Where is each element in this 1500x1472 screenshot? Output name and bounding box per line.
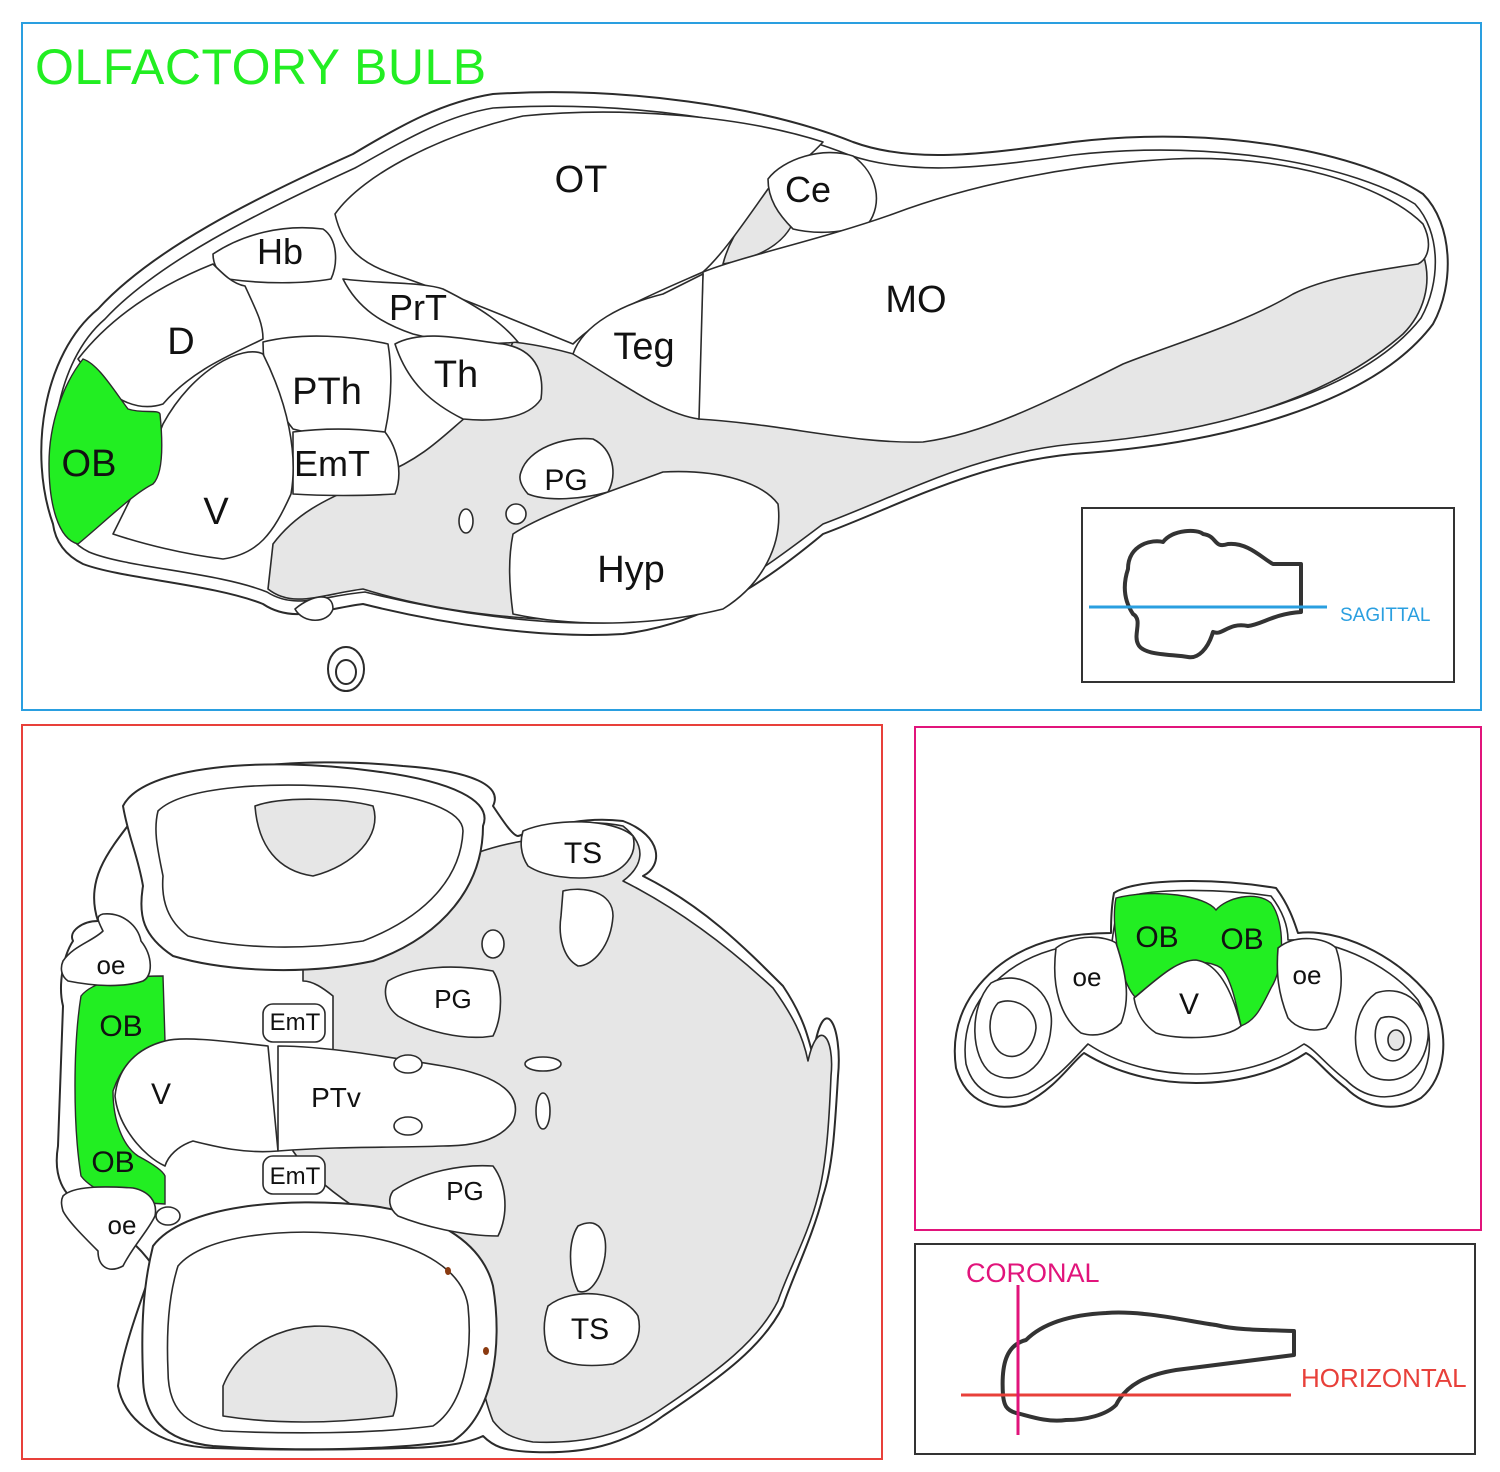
label-pg-bottom: PG [446, 1176, 484, 1206]
key-horizontal-plane-label: HORIZONTAL [1301, 1363, 1467, 1393]
region-mo-shape [697, 157, 1430, 443]
horizontal-ob-shape [74, 975, 166, 1205]
region-th-shape [394, 335, 543, 421]
region-prt-shape [342, 278, 519, 345]
label-v-coronal: V [1179, 988, 1199, 1021]
horizontal-small-nucleus [481, 929, 505, 959]
label-th: Th [434, 354, 478, 396]
label-teg: Teg [613, 326, 674, 368]
horizontal-section-panel: TS oe PG EmT OB V PTv OB EmT PG oe TS [21, 724, 883, 1460]
sagittal-section-drawing: OT Ce Hb PrT MO D Teg Th PTh OB EmT PG V… [40, 91, 1455, 692]
label-emt: EmT [294, 443, 370, 484]
coronal-section-panel: OB OB oe oe V [914, 726, 1482, 1231]
coronal-oe-right-shape [1276, 937, 1342, 1031]
coronal-section-drawing: OB OB oe oe V [953, 880, 1445, 1108]
label-ob: OB [62, 443, 117, 485]
label-d: D [167, 321, 194, 363]
label-ce: Ce [785, 169, 831, 210]
label-ts-top: TS [564, 837, 602, 870]
label-oe-left: oe [1073, 962, 1102, 992]
label-emt-bottom: EmT [270, 1163, 321, 1190]
horizontal-small-nucleus [535, 1092, 551, 1130]
coronal-eye-left-inner [989, 1000, 1037, 1058]
key-brain-outline [1000, 1310, 1296, 1423]
label-emt-top: EmT [270, 1009, 321, 1036]
label-pg: PG [544, 464, 587, 497]
label-v: V [203, 491, 229, 533]
label-ob-left: OB [1135, 921, 1178, 954]
label-oe-bottom: oe [108, 1210, 137, 1240]
horizontal-small-nucleus [155, 1206, 181, 1226]
region-ob-shape [48, 358, 163, 545]
region-hyp-shape [508, 470, 780, 624]
horizontal-ts-top-extension [559, 888, 614, 967]
region-teg-shape [572, 273, 704, 420]
horizontal-ts-bottom-shape [543, 1292, 640, 1367]
horizontal-ts-bottom-extension [569, 1222, 607, 1293]
key-coronal-plane-label: CORONAL [966, 1258, 1100, 1288]
label-hb: Hb [257, 231, 303, 272]
label-pth: PTh [292, 371, 362, 413]
horizontal-v-shape [114, 1038, 279, 1167]
label-ot: OT [555, 159, 608, 201]
coronal-eye-right-lens [1387, 1029, 1405, 1051]
label-ob-right: OB [1220, 923, 1263, 956]
horizontal-pigment-spot [445, 1267, 451, 1275]
horizontal-small-nucleus [393, 1116, 423, 1136]
figure-title: OLFACTORY BULB [35, 39, 487, 95]
label-v-horizontal: V [151, 1078, 171, 1111]
horizontal-oe-bottom-shape [60, 1186, 157, 1270]
sagittal-section-panel: OLFACTORY BULB [21, 22, 1482, 711]
horizontal-pg-bottom-shape [388, 1164, 506, 1237]
sagittal-small-structure [294, 596, 334, 622]
key-sagittal-brain-outline [1122, 528, 1303, 660]
horizontal-pg-top-shape [384, 966, 502, 1039]
sagittal-small-nucleus [505, 503, 527, 525]
label-prt: PrT [389, 287, 447, 328]
label-hyp: Hyp [597, 549, 665, 591]
label-ts-bottom: TS [571, 1313, 609, 1346]
horizontal-ptv-shape [277, 1045, 517, 1152]
horizontal-emt-bottom-shape [262, 1155, 326, 1195]
label-pg-top: PG [434, 984, 472, 1014]
key-coronal-horizontal-panel: CORONAL HORIZONTAL [914, 1243, 1476, 1455]
horizontal-oe-top-shape [60, 913, 152, 987]
key-sagittal-inset: SAGITTAL [1081, 507, 1455, 683]
label-oe-right: oe [1293, 960, 1322, 990]
sagittal-eye-remnant-inner [335, 659, 357, 685]
label-mo: MO [885, 279, 946, 321]
key-coronal-horizontal-drawing: CORONAL HORIZONTAL [961, 1258, 1467, 1435]
region-emt-shape [292, 428, 400, 497]
label-oe-top: oe [97, 950, 126, 980]
coronal-v-shape [1133, 959, 1242, 1039]
horizontal-top-eye-lens [254, 798, 376, 877]
region-d-shape [77, 263, 264, 408]
key-sagittal-plane-label: SAGITTAL [1340, 605, 1430, 626]
label-ob-top: OB [99, 1010, 142, 1043]
region-ce-shape [767, 151, 878, 234]
label-ob-bottom: OB [91, 1146, 134, 1179]
horizontal-emt-top-shape [262, 1003, 326, 1043]
horizontal-small-nucleus [393, 1054, 423, 1074]
horizontal-bottom-eye-lens [222, 1325, 398, 1423]
coronal-oe-left-shape [1053, 936, 1128, 1036]
horizontal-section-drawing: TS oe PG EmT OB V PTv OB EmT PG oe TS [55, 761, 840, 1454]
horizontal-small-nucleus [524, 1056, 562, 1072]
horizontal-ts-top-shape [520, 821, 635, 879]
region-v-shape [112, 351, 294, 560]
sagittal-small-nucleus [458, 508, 474, 534]
label-ptv: PTv [311, 1082, 361, 1113]
horizontal-pigment-spot [483, 1347, 489, 1355]
